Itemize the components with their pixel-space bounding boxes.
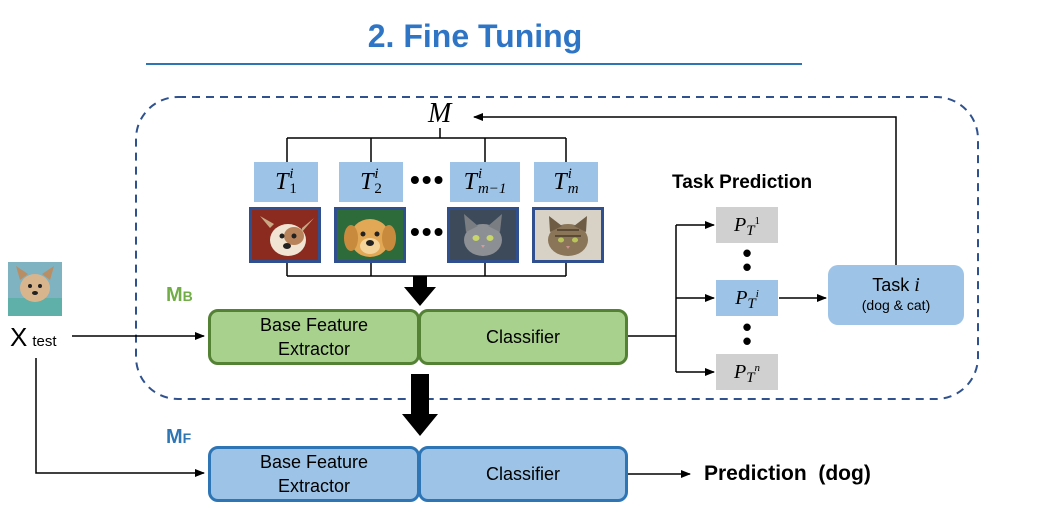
xtest-letter: X <box>10 322 28 352</box>
thick-arrow-into-mb <box>404 276 436 306</box>
mb-letter: M <box>166 284 183 306</box>
task-i-italic: i <box>914 274 920 296</box>
cat-face-icon <box>464 214 502 256</box>
xtest-image <box>8 262 62 316</box>
vertical-dots-upper: •• <box>742 238 752 282</box>
pred-base: P <box>733 360 747 383</box>
task-base: T <box>275 168 289 195</box>
mf-base-feature-extractor: Base Feature Extractor <box>208 446 420 502</box>
xtest-sub: test <box>32 333 57 350</box>
page-title: 2. Fine Tuning <box>367 18 583 54</box>
task-base: T <box>463 168 477 195</box>
image-ellipsis: ••• <box>410 216 446 247</box>
pred-sub: T <box>746 222 755 239</box>
task-i-text: Task <box>872 275 915 295</box>
task-i-title: Task i <box>872 275 920 295</box>
pred-sup: n <box>754 362 761 374</box>
task-i-box: Task i (dog & cat) <box>828 265 964 325</box>
task-sub: m <box>567 181 579 197</box>
dashed-container <box>135 96 979 400</box>
task-sup: i <box>374 166 379 182</box>
pred-sub: T <box>746 369 755 386</box>
mf-label: MF <box>166 426 191 449</box>
mb-classifier: Classifier <box>418 309 628 365</box>
thick-arrow-mb-to-mf <box>402 374 438 436</box>
mb-base-feature-extractor: Base Feature Extractor <box>208 309 420 365</box>
dog-face-icon <box>8 266 62 316</box>
prediction-output: Prediction (dog) <box>704 462 871 485</box>
pred-sup: 1 <box>754 215 761 227</box>
pred-base: P <box>735 286 748 309</box>
vertical-dots-lower: •• <box>742 312 752 356</box>
task-base: T <box>360 168 374 195</box>
dog-face-icon <box>344 219 396 257</box>
mf-sub: F <box>182 430 192 446</box>
task-to-m-feedback-arrow <box>473 113 897 265</box>
pred-base: P <box>733 213 747 236</box>
task-sub: 2 <box>374 181 382 197</box>
pred-sub: T <box>747 295 756 312</box>
dog-image-2 <box>334 207 406 263</box>
task-prediction-label: Task Prediction <box>672 172 813 193</box>
cat-image-2 <box>532 207 604 263</box>
task-sub: m−1 <box>477 181 507 197</box>
mb-sub: B <box>182 288 193 304</box>
dog-face-icon <box>260 216 314 256</box>
task-base: T <box>553 168 567 195</box>
mf-classifier: Classifier <box>418 446 628 502</box>
pred-sup: i <box>755 288 759 300</box>
task-sub: 1 <box>289 181 297 197</box>
dog-image-1 <box>249 207 321 263</box>
task-sup: i <box>477 166 483 182</box>
cat-image-1 <box>447 207 519 263</box>
task-sup: i <box>567 166 572 182</box>
mb-label: MB <box>166 284 193 307</box>
mf-letter: M <box>166 426 183 448</box>
xtest-to-mf-arrow <box>35 358 205 477</box>
task-sup: i <box>289 166 294 182</box>
cat-face-icon <box>548 216 588 256</box>
meta-set-symbol: M <box>428 98 452 129</box>
task-ellipsis: ••• <box>410 164 446 195</box>
task-i-subtitle: (dog & cat) <box>861 297 931 313</box>
